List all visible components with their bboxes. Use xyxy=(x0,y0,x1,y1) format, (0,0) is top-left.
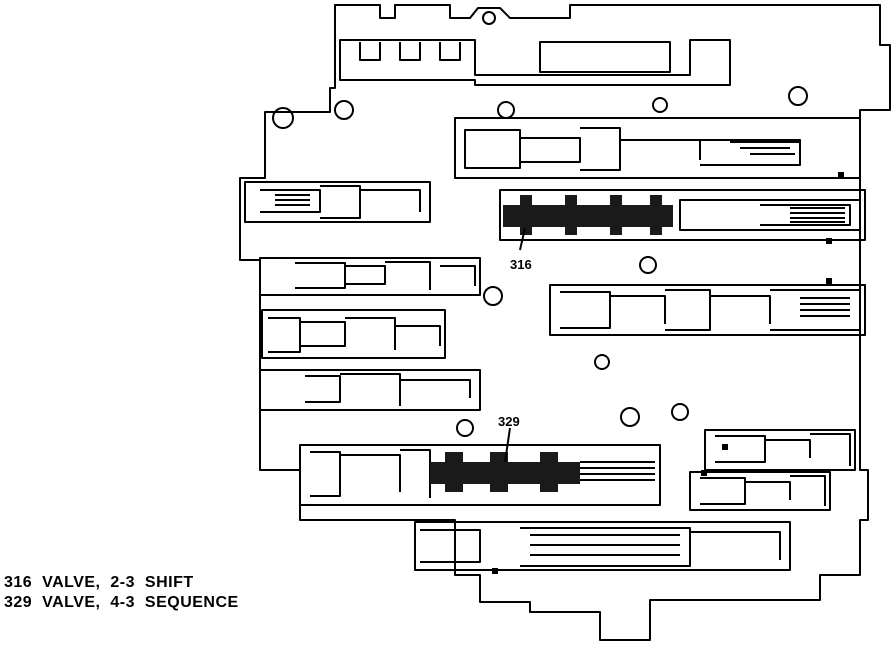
bolt-hole xyxy=(639,256,657,274)
valve-316-spool xyxy=(503,195,673,235)
callout-329: 329 xyxy=(498,414,520,429)
lower-right-valve-bore-a xyxy=(704,429,856,471)
bolt-hole xyxy=(652,97,668,113)
left-middle-valve-bore-c xyxy=(259,369,481,411)
bolt-hole xyxy=(456,419,474,437)
left-middle-valve-bore-b xyxy=(261,309,446,359)
bolt-hole xyxy=(334,100,354,120)
bolt-hole xyxy=(788,86,808,106)
callout-316: 316 xyxy=(510,257,532,272)
top-valve-bore xyxy=(339,39,731,86)
right-middle-valve-bore xyxy=(549,284,866,336)
left-middle-valve-bore-a xyxy=(259,257,481,296)
bottom-valve-bore xyxy=(414,521,791,571)
left-upper-valve-bore xyxy=(244,181,431,223)
legend-item-316: 316 VALVE, 2-3 SHIFT xyxy=(4,574,194,591)
bolt-hole xyxy=(482,11,496,25)
leader-line-316 xyxy=(519,227,526,251)
lower-right-valve-bore-b xyxy=(689,471,831,511)
leader-line-329 xyxy=(504,427,511,463)
upper-right-valve-bore xyxy=(454,117,861,179)
valve-329-spool xyxy=(430,452,580,492)
bolt-hole xyxy=(497,101,515,119)
valve-329-bore xyxy=(299,444,661,506)
valve-body-outline xyxy=(239,4,891,641)
bolt-hole xyxy=(272,107,294,129)
legend-item-329: 329 VALVE, 4-3 SEQUENCE xyxy=(4,594,239,611)
bolt-hole xyxy=(620,407,640,427)
bolt-hole xyxy=(671,403,689,421)
bolt-hole xyxy=(594,354,610,370)
bolt-hole xyxy=(483,286,503,306)
valve-316-bore xyxy=(499,189,866,241)
